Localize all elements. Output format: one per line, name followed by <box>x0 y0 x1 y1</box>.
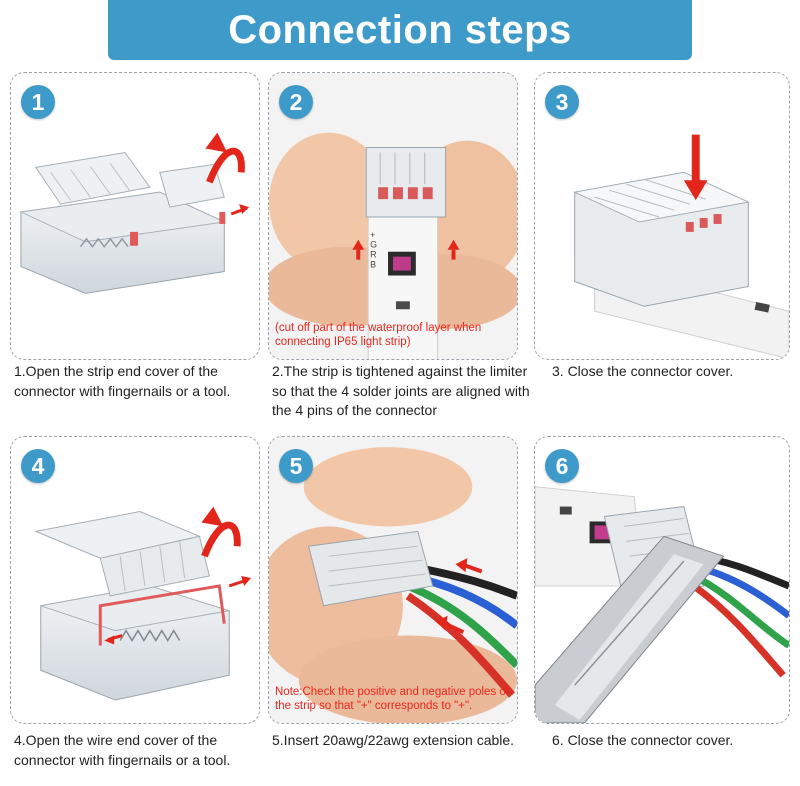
step-3-panel: 3 <box>534 72 790 360</box>
step-6-caption: 6. Close the connector cover. <box>552 732 734 748</box>
step-3-caption: 3. Close the connector cover. <box>552 363 734 379</box>
step-1-badge: 1 <box>21 85 55 119</box>
step-6-badge: 6 <box>545 449 579 483</box>
step-3-badge: 3 <box>545 85 579 119</box>
step-1-connector-illustration <box>19 132 250 294</box>
pad-label-plus: + <box>370 230 375 240</box>
step-2-panel: 2 + G R B (cut off part of the waterproo… <box>268 72 518 360</box>
step-2-strip-photo: + G R B <box>269 73 517 359</box>
pad-label-g: G <box>370 240 377 250</box>
step-4-badge: 4 <box>21 449 55 483</box>
step-5-panel: 5 Note:Check the positive and negative p… <box>268 436 518 724</box>
step-4-caption: 4.Open the wire end cover of the connect… <box>14 732 231 768</box>
step-6-panel: 6 <box>534 436 790 724</box>
step-3-connector-illustration <box>573 134 789 359</box>
step-6-connector-photo <box>535 486 789 723</box>
step-5-caption: 5.Insert 20awg/22awg extension cable. <box>272 732 515 748</box>
step-2-caption: 2.The strip is tightened against the lim… <box>272 363 530 418</box>
step-1-panel: 1 <box>10 72 260 360</box>
step-1-caption: 1.Open the strip end cover of the connec… <box>14 363 231 399</box>
step-5-badge: 5 <box>279 449 313 483</box>
pad-label-r: R <box>370 250 377 260</box>
step-2-note: (cut off part of the waterproof layer wh… <box>275 322 482 348</box>
header-banner: Connection steps <box>108 0 692 60</box>
step-2-badge: 2 <box>279 85 313 119</box>
pad-label-b: B <box>370 260 376 270</box>
page-title: Connection steps <box>228 7 572 52</box>
step-5-note: Note:Check the positive and negative pol… <box>275 686 509 712</box>
step-4-connector-illustration <box>34 506 252 701</box>
step-5-cable-photo <box>269 437 517 723</box>
step-4-panel: 4 <box>10 436 260 724</box>
